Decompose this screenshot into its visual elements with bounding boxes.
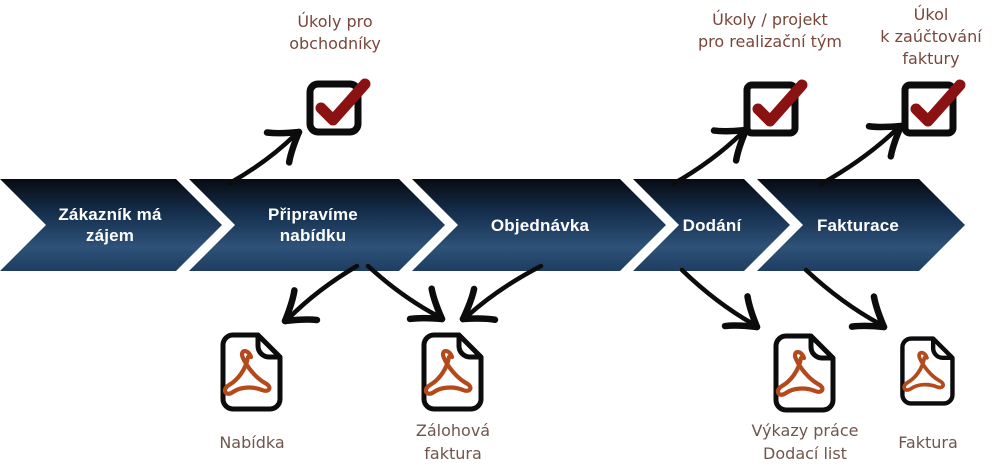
task-line: pro realizační tým [697, 32, 843, 51]
pdf-icon-nabidka [220, 332, 283, 412]
stage-chevron-0 [0, 179, 222, 271]
doc-line: Zálohová [415, 421, 491, 440]
arrow-dodani-to-team-tasks [670, 126, 750, 187]
stage-line: Připravíme [268, 205, 358, 224]
doc-line: Dodací list [763, 444, 847, 463]
stage-chevron-3 [633, 179, 790, 271]
task-label-sales: Úkoly pro obchodníky [225, 11, 445, 55]
stage-line: nabídku [279, 226, 347, 245]
task-line: Úkoly / projekt [712, 10, 828, 29]
task-label-team: Úkoly / projekt pro realizační tým [660, 9, 880, 53]
document-label-faktura: Faktura [828, 431, 1000, 454]
stage-fakturace: Fakturace [773, 178, 943, 272]
arrow-fakturace-to-faktura [803, 267, 888, 331]
arrow-dodani-to-vykazy [679, 267, 761, 331]
doc-line: faktura [424, 444, 482, 463]
pdf-icon-faktura [900, 336, 955, 406]
doc-line: Nabídka [219, 433, 285, 452]
stage-line: Dodání [682, 215, 742, 235]
doc-line: Faktura [898, 433, 958, 452]
process-band [0, 179, 965, 271]
document-label-nabidka: Nabídka [152, 431, 352, 454]
stage-pripravime-nabidku: Připravíme nabídku [228, 178, 398, 272]
arrow-priprava-to-nabidka [281, 263, 360, 325]
task-line: Úkoly pro [297, 12, 373, 31]
checkbox-icon-invoice-task [901, 79, 966, 137]
task-label-invoice: Úkol k zaúčtování faktury [821, 4, 1000, 70]
task-line: obchodníky [289, 34, 381, 53]
checkbox-icon-delivery-tasks [743, 79, 808, 137]
checkbox-icon-sales-tasks [306, 78, 371, 136]
task-line: k zaúčtování [880, 27, 982, 46]
doc-line: Výkazy práce [751, 421, 859, 440]
stage-chevron-4 [757, 179, 965, 271]
task-line: Úkol [913, 5, 949, 24]
pdf-icon-zalohova-faktura [421, 332, 484, 412]
stage-line: zájem [85, 226, 135, 245]
stage-objednavka: Objednávka [455, 178, 625, 272]
document-label-zalohova-faktura: Zálohová faktura [353, 419, 553, 465]
arrow-priprava-to-sales-tasks [227, 128, 303, 186]
stage-zakaznik-ma-zajem: Zákazník má zájem [25, 178, 195, 272]
stage-line: Zákazník má [58, 205, 162, 224]
task-line: faktury [902, 49, 960, 68]
document-label-vykazy-prace: Výkazy práce Dodací list [705, 419, 905, 465]
arrow-priprava-to-zalohova-faktura [365, 263, 446, 323]
arrow-fakturace-to-invoice-task [818, 122, 905, 187]
arrow-objednavka-to-zalohova-faktura [459, 263, 544, 323]
stage-chevron-1 [189, 179, 445, 271]
stage-dodani: Dodání [627, 178, 797, 272]
stage-line: Fakturace [816, 215, 900, 235]
stage-chevron-2 [412, 179, 666, 271]
stage-line: Objednávka [490, 215, 590, 235]
pdf-icon-vykazy-prace [773, 333, 836, 413]
